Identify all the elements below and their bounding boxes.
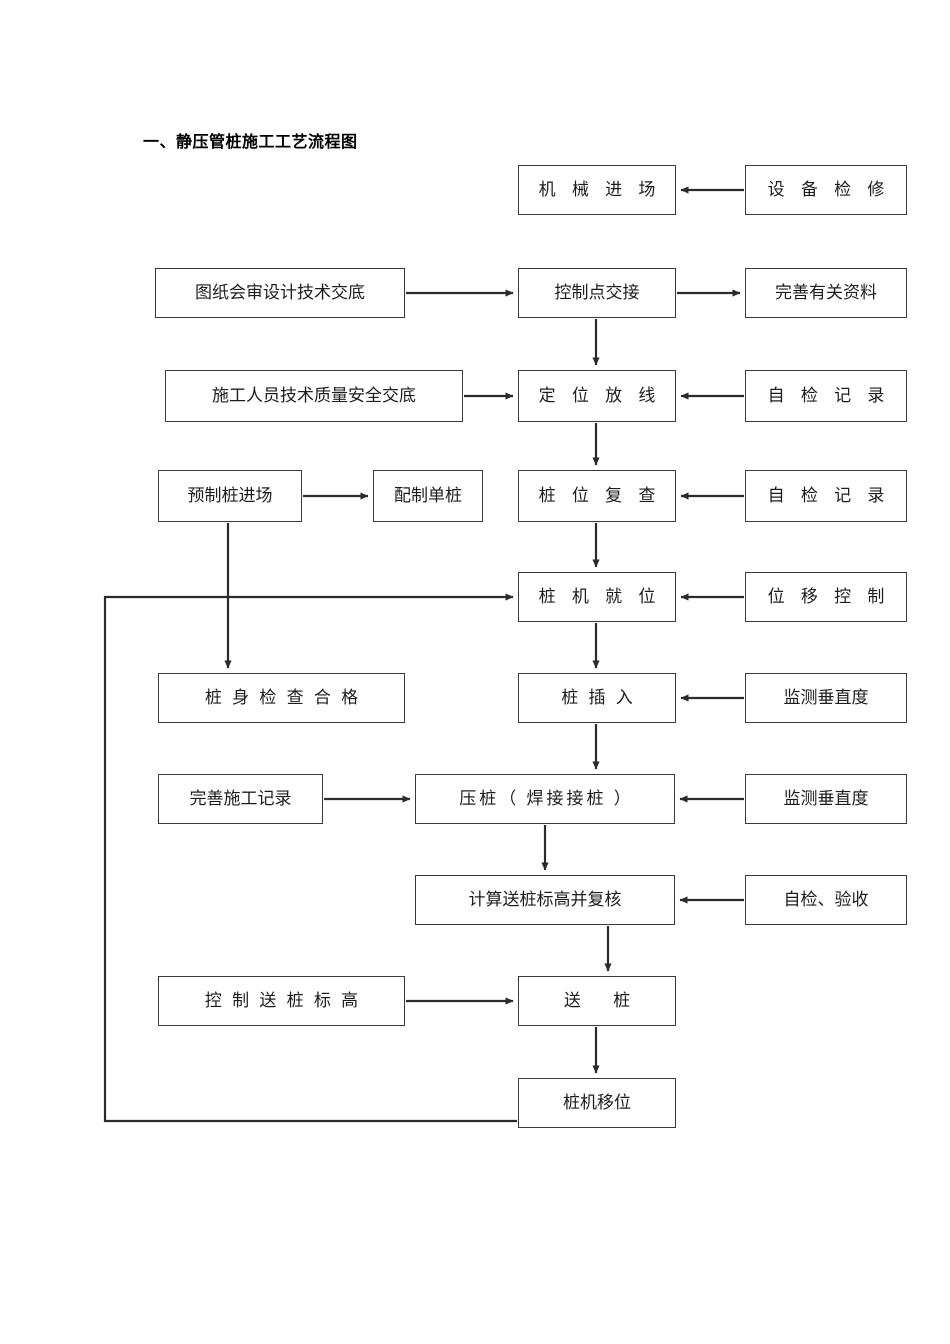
- node-worker-briefing[interactable]: 施工人员技术质量安全交底: [165, 370, 463, 422]
- node-drawing-review[interactable]: 图纸会审设计技术交底: [155, 268, 405, 318]
- node-positioning-setout[interactable]: 定 位 放 线: [518, 370, 676, 422]
- node-press-pile-weld-splice[interactable]: 压桩（ 焊接接桩 ）: [415, 774, 675, 824]
- node-assemble-single-pile[interactable]: 配制单桩: [373, 470, 483, 522]
- node-self-check-record-2[interactable]: 自 检 记 录: [745, 470, 907, 522]
- node-control-feed-elevation[interactable]: 控 制 送 桩 标 高: [158, 976, 405, 1026]
- node-pile-insertion[interactable]: 桩 插 入: [518, 673, 676, 723]
- node-self-check-acceptance[interactable]: 自检、验收: [745, 875, 907, 925]
- node-rig-relocate[interactable]: 桩机移位: [518, 1078, 676, 1128]
- page-title: 一、静压管桩施工工艺流程图: [143, 134, 358, 151]
- node-precast-pile-arrival[interactable]: 预制桩进场: [158, 470, 302, 522]
- node-monitor-verticality-1[interactable]: 监测垂直度: [745, 673, 907, 723]
- edge-feedback-loop: [103, 593, 517, 1123]
- node-monitor-verticality-2[interactable]: 监测垂直度: [745, 774, 907, 824]
- node-calculate-feed-elevation[interactable]: 计算送桩标高并复核: [415, 875, 675, 925]
- node-feed-pile[interactable]: 送 桩: [518, 976, 676, 1026]
- node-rig-in-position[interactable]: 桩 机 就 位: [518, 572, 676, 622]
- node-pile-body-inspection-pass[interactable]: 桩 身 检 查 合 格: [158, 673, 405, 723]
- node-control-point-handover[interactable]: 控制点交接: [518, 268, 676, 318]
- node-machine-entry[interactable]: 机 械 进 场: [518, 165, 676, 215]
- node-complete-documents[interactable]: 完善有关资料: [745, 268, 907, 318]
- node-self-check-record-1[interactable]: 自 检 记 录: [745, 370, 907, 422]
- node-pile-position-recheck[interactable]: 桩 位 复 查: [518, 470, 676, 522]
- node-equipment-overhaul[interactable]: 设 备 检 修: [745, 165, 907, 215]
- node-displacement-control[interactable]: 位 移 控 制: [745, 572, 907, 622]
- node-complete-construction-records[interactable]: 完善施工记录: [158, 774, 323, 824]
